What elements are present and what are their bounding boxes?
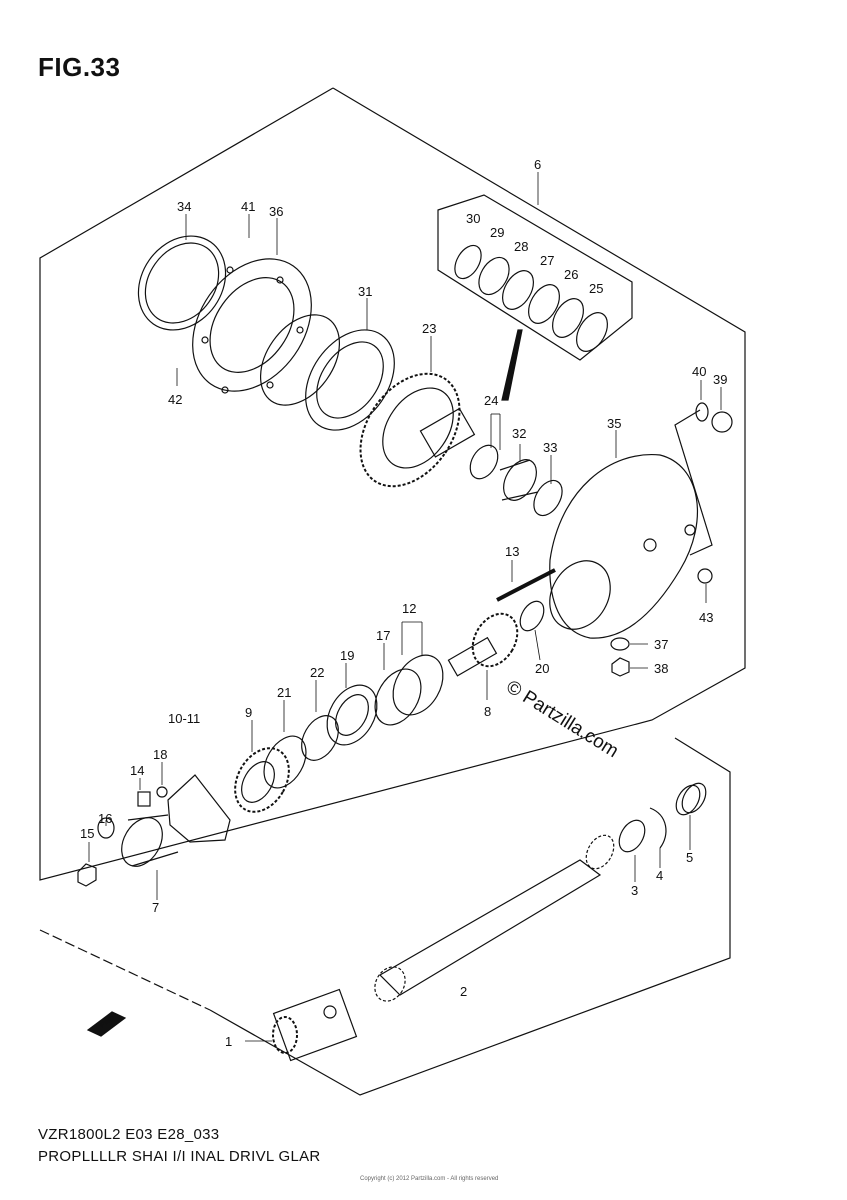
- part-17-shim: [374, 668, 422, 726]
- divider-line: [39, 929, 211, 1011]
- callout-28: 28: [514, 239, 528, 254]
- callout-25: 25: [589, 281, 603, 296]
- part-35-gear-case: [549, 454, 699, 639]
- part-37-washer: [610, 637, 630, 651]
- callout-30: 30: [466, 211, 480, 226]
- callout-32: 32: [512, 426, 526, 441]
- watermark: © Partzilla.com: [502, 676, 622, 762]
- part-12-shim: [392, 654, 444, 716]
- part-38-nut: [611, 657, 630, 677]
- callout-40: 40: [692, 364, 706, 379]
- part-14-bolt: [137, 791, 151, 807]
- part-10-11-gasket: [167, 774, 231, 843]
- part-2-propeller-shaft: [374, 834, 615, 1002]
- callout-19: 19: [340, 648, 354, 663]
- callout-42: 42: [168, 392, 182, 407]
- part-5-spring: [675, 782, 707, 816]
- figure-title: FIG.33: [38, 52, 121, 82]
- caption-part-name: PROPLLLLR SHAI I/I INAL DRIVL GLAR: [38, 1148, 321, 1165]
- part-15-nut: [77, 863, 97, 887]
- callout-10-11: 10-11: [168, 711, 200, 726]
- callout-27: 27: [540, 253, 554, 268]
- callout-8: 8: [484, 704, 491, 719]
- callout-2: 2: [460, 984, 467, 999]
- callout-7: 7: [152, 900, 159, 915]
- callout-35: 35: [607, 416, 621, 431]
- part-36-cover-plate: [192, 258, 312, 394]
- part-22-spacer: [301, 715, 339, 761]
- part-7-coupling: [121, 814, 179, 867]
- part-34-oil-seal: [137, 235, 227, 331]
- part-3-oil-seal: [618, 819, 646, 853]
- part-31-bearing: [305, 329, 395, 431]
- callout-29: 29: [490, 225, 504, 240]
- shim-group-box: [437, 194, 633, 361]
- part-20-bearing: [519, 600, 545, 632]
- callout-6: 6: [534, 157, 541, 172]
- callout-5: 5: [686, 850, 693, 865]
- footer-fine-print: Copyright (c) 2012 Partzilla.com - All r…: [360, 1176, 499, 1182]
- part-39-plug: [711, 411, 733, 433]
- part-13-stud: [496, 568, 556, 602]
- callout-13: 13: [505, 544, 519, 559]
- part-1-universal-joint: [272, 988, 358, 1062]
- part-43-bolt: [697, 568, 713, 584]
- callout-41: 41: [241, 199, 255, 214]
- callout-38: 38: [654, 661, 668, 676]
- callout-18: 18: [153, 747, 167, 762]
- callout-3: 3: [631, 883, 638, 898]
- callout-36: 36: [269, 204, 283, 219]
- part-24-washer: [469, 444, 499, 480]
- callout-4: 4: [656, 868, 663, 883]
- callout-33: 33: [543, 440, 557, 455]
- callout-12: 12: [402, 601, 416, 616]
- callout-9: 9: [245, 705, 252, 720]
- part-9-bearing-case: [234, 747, 290, 813]
- callout-39: 39: [713, 372, 727, 387]
- callout-14: 14: [130, 763, 144, 778]
- callout-23: 23: [422, 321, 436, 336]
- callout-37: 37: [654, 637, 668, 652]
- part-4-circlip: [649, 807, 667, 849]
- part-32-needle-bearing: [499, 459, 539, 501]
- part-23-ring-gear: [359, 372, 476, 488]
- callout-1: 1: [225, 1034, 232, 1049]
- caption-model-code: VZR1800L2 E03 E28_033: [38, 1126, 220, 1143]
- part-33-oil-seal: [533, 479, 563, 517]
- callout-43: 43: [699, 610, 713, 625]
- shim-arrow-icon: [501, 329, 523, 401]
- part-8-drive-pinion: [447, 612, 519, 677]
- callout-26: 26: [564, 267, 578, 282]
- shim-rings-25-30: [454, 244, 608, 352]
- o-ring: [259, 314, 341, 406]
- bracket-39-40: [674, 409, 713, 556]
- part-18-washer: [156, 786, 168, 798]
- callout-22: 22: [310, 665, 324, 680]
- part-16-washer: [97, 817, 115, 839]
- callout-21: 21: [277, 685, 291, 700]
- assembly-outline: [39, 87, 746, 881]
- callout-15: 15: [80, 826, 94, 841]
- part-40-gasket: [695, 402, 709, 422]
- callout-17: 17: [376, 628, 390, 643]
- callout-34: 34: [177, 199, 191, 214]
- leader-lines: [88, 172, 722, 1042]
- callout-20: 20: [535, 661, 549, 676]
- callout-31: 31: [358, 284, 372, 299]
- callout-16: 16: [98, 811, 112, 826]
- callout-labels: 34 41 36 31 23 42 6 30 29 28 27 26 25 24…: [80, 157, 727, 1049]
- fwd-arrow-icon: FWD: [86, 1011, 127, 1037]
- callout-24: 24: [484, 393, 498, 408]
- propeller-shaft-outline: [209, 737, 731, 1096]
